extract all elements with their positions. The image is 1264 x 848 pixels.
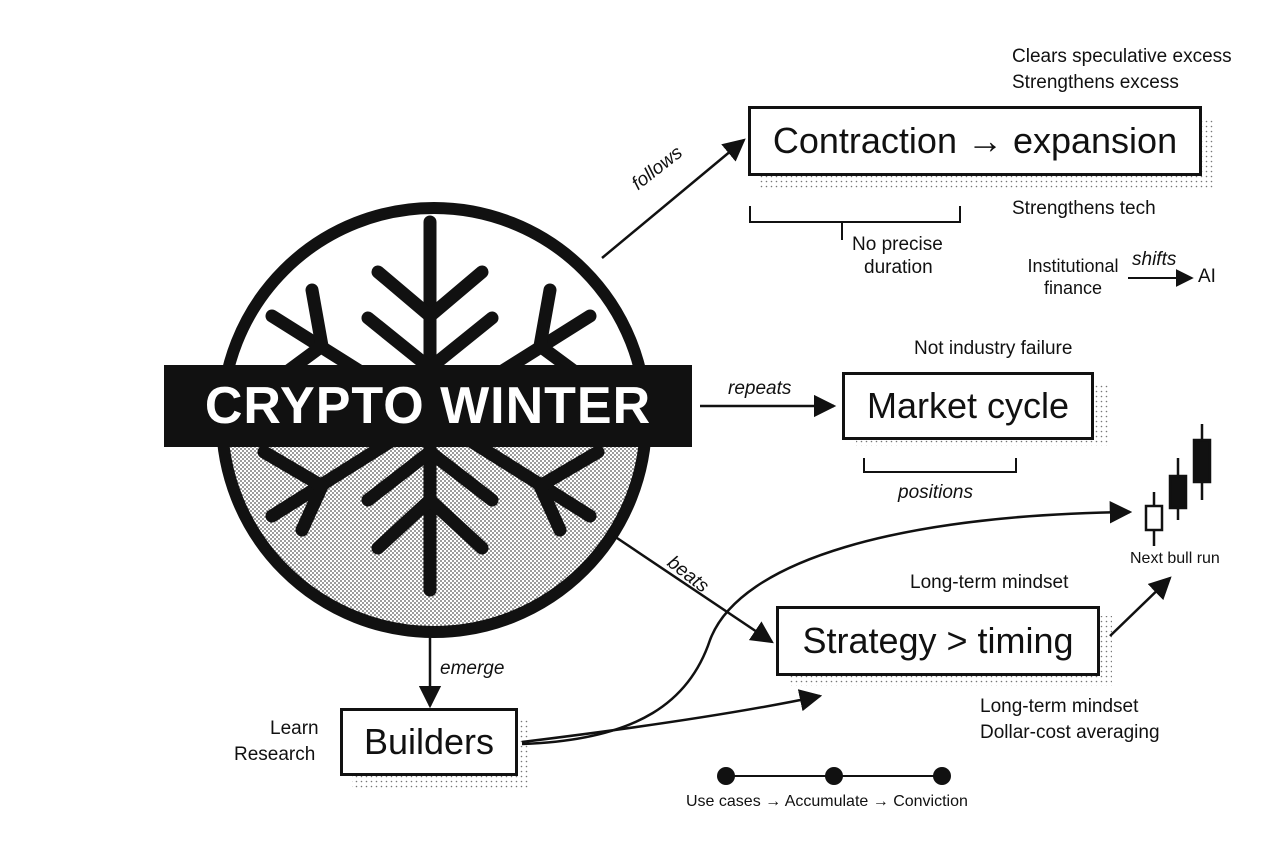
- timeline: [717, 767, 951, 785]
- dollar-cost-averaging-note: Dollar-cost averaging: [980, 722, 1160, 743]
- duration-bracket: [749, 206, 961, 223]
- builders-to-bullrun-arrow: [521, 501, 1133, 746]
- institutional-line1: Institutional: [1027, 256, 1119, 276]
- market-cycle-box: Market cycle: [842, 372, 1094, 440]
- next-bull-run-note: Next bull run: [1130, 550, 1220, 567]
- no-precise-note: No precise duration: [852, 234, 952, 280]
- positions-label: positions: [898, 482, 973, 503]
- not-industry-failure-note: Not industry failure: [914, 338, 1073, 359]
- emerge-label: emerge: [440, 658, 505, 679]
- beats-arrow: [613, 534, 774, 644]
- timeline-dot-use-cases: [717, 767, 735, 785]
- candlestick-icon: [1144, 424, 1212, 546]
- positions-bracket: [863, 458, 1017, 473]
- no-precise-line2: duration: [864, 256, 933, 278]
- institutional-line2: finance: [1043, 277, 1103, 298]
- timeline-dot-conviction: [933, 767, 951, 785]
- crypto-winter-banner: CRYPTO WINTER: [164, 365, 692, 447]
- long-term-mindset-bottom-note: Long-term mindset: [980, 696, 1139, 717]
- strategy-timing-box: Strategy > timing: [776, 606, 1100, 676]
- builders-to-strategy-arrow: [521, 689, 823, 744]
- strategy-timing-label: Strategy > timing: [802, 620, 1074, 661]
- follows-arrow: [601, 138, 746, 259]
- timeline-label: Use cases → Accumulate → Conviction: [686, 793, 968, 810]
- builders-box: Builders: [340, 708, 518, 776]
- builders-label: Builders: [363, 721, 495, 762]
- strengthens-excess-note: Strengthens excess: [1012, 72, 1179, 93]
- learn-note: Learn: [270, 718, 319, 739]
- clears-excess-note: Clears speculative excess: [1012, 46, 1232, 67]
- contraction-expansion-label: Contraction → expansion: [772, 120, 1178, 161]
- repeats-label: repeats: [728, 378, 792, 399]
- shifts-label: shifts: [1132, 249, 1177, 270]
- institutional-finance-note: Institutional finance: [1020, 256, 1126, 299]
- research-note: Research: [234, 744, 316, 765]
- strengthens-tech-note: Strengthens tech: [1012, 198, 1156, 219]
- long-term-mindset-top-note: Long-term mindset: [910, 572, 1069, 593]
- market-cycle-label: Market cycle: [866, 385, 1070, 426]
- strategy-to-bullrun-arrow: [1109, 576, 1172, 637]
- crypto-winter-title: CRYPTO WINTER: [204, 377, 652, 435]
- no-precise-line1: No precise: [852, 234, 943, 255]
- contraction-expansion-box: Contraction → expansion: [748, 106, 1202, 176]
- ai-note: AI: [1198, 266, 1216, 287]
- timeline-dot-accumulate: [825, 767, 843, 785]
